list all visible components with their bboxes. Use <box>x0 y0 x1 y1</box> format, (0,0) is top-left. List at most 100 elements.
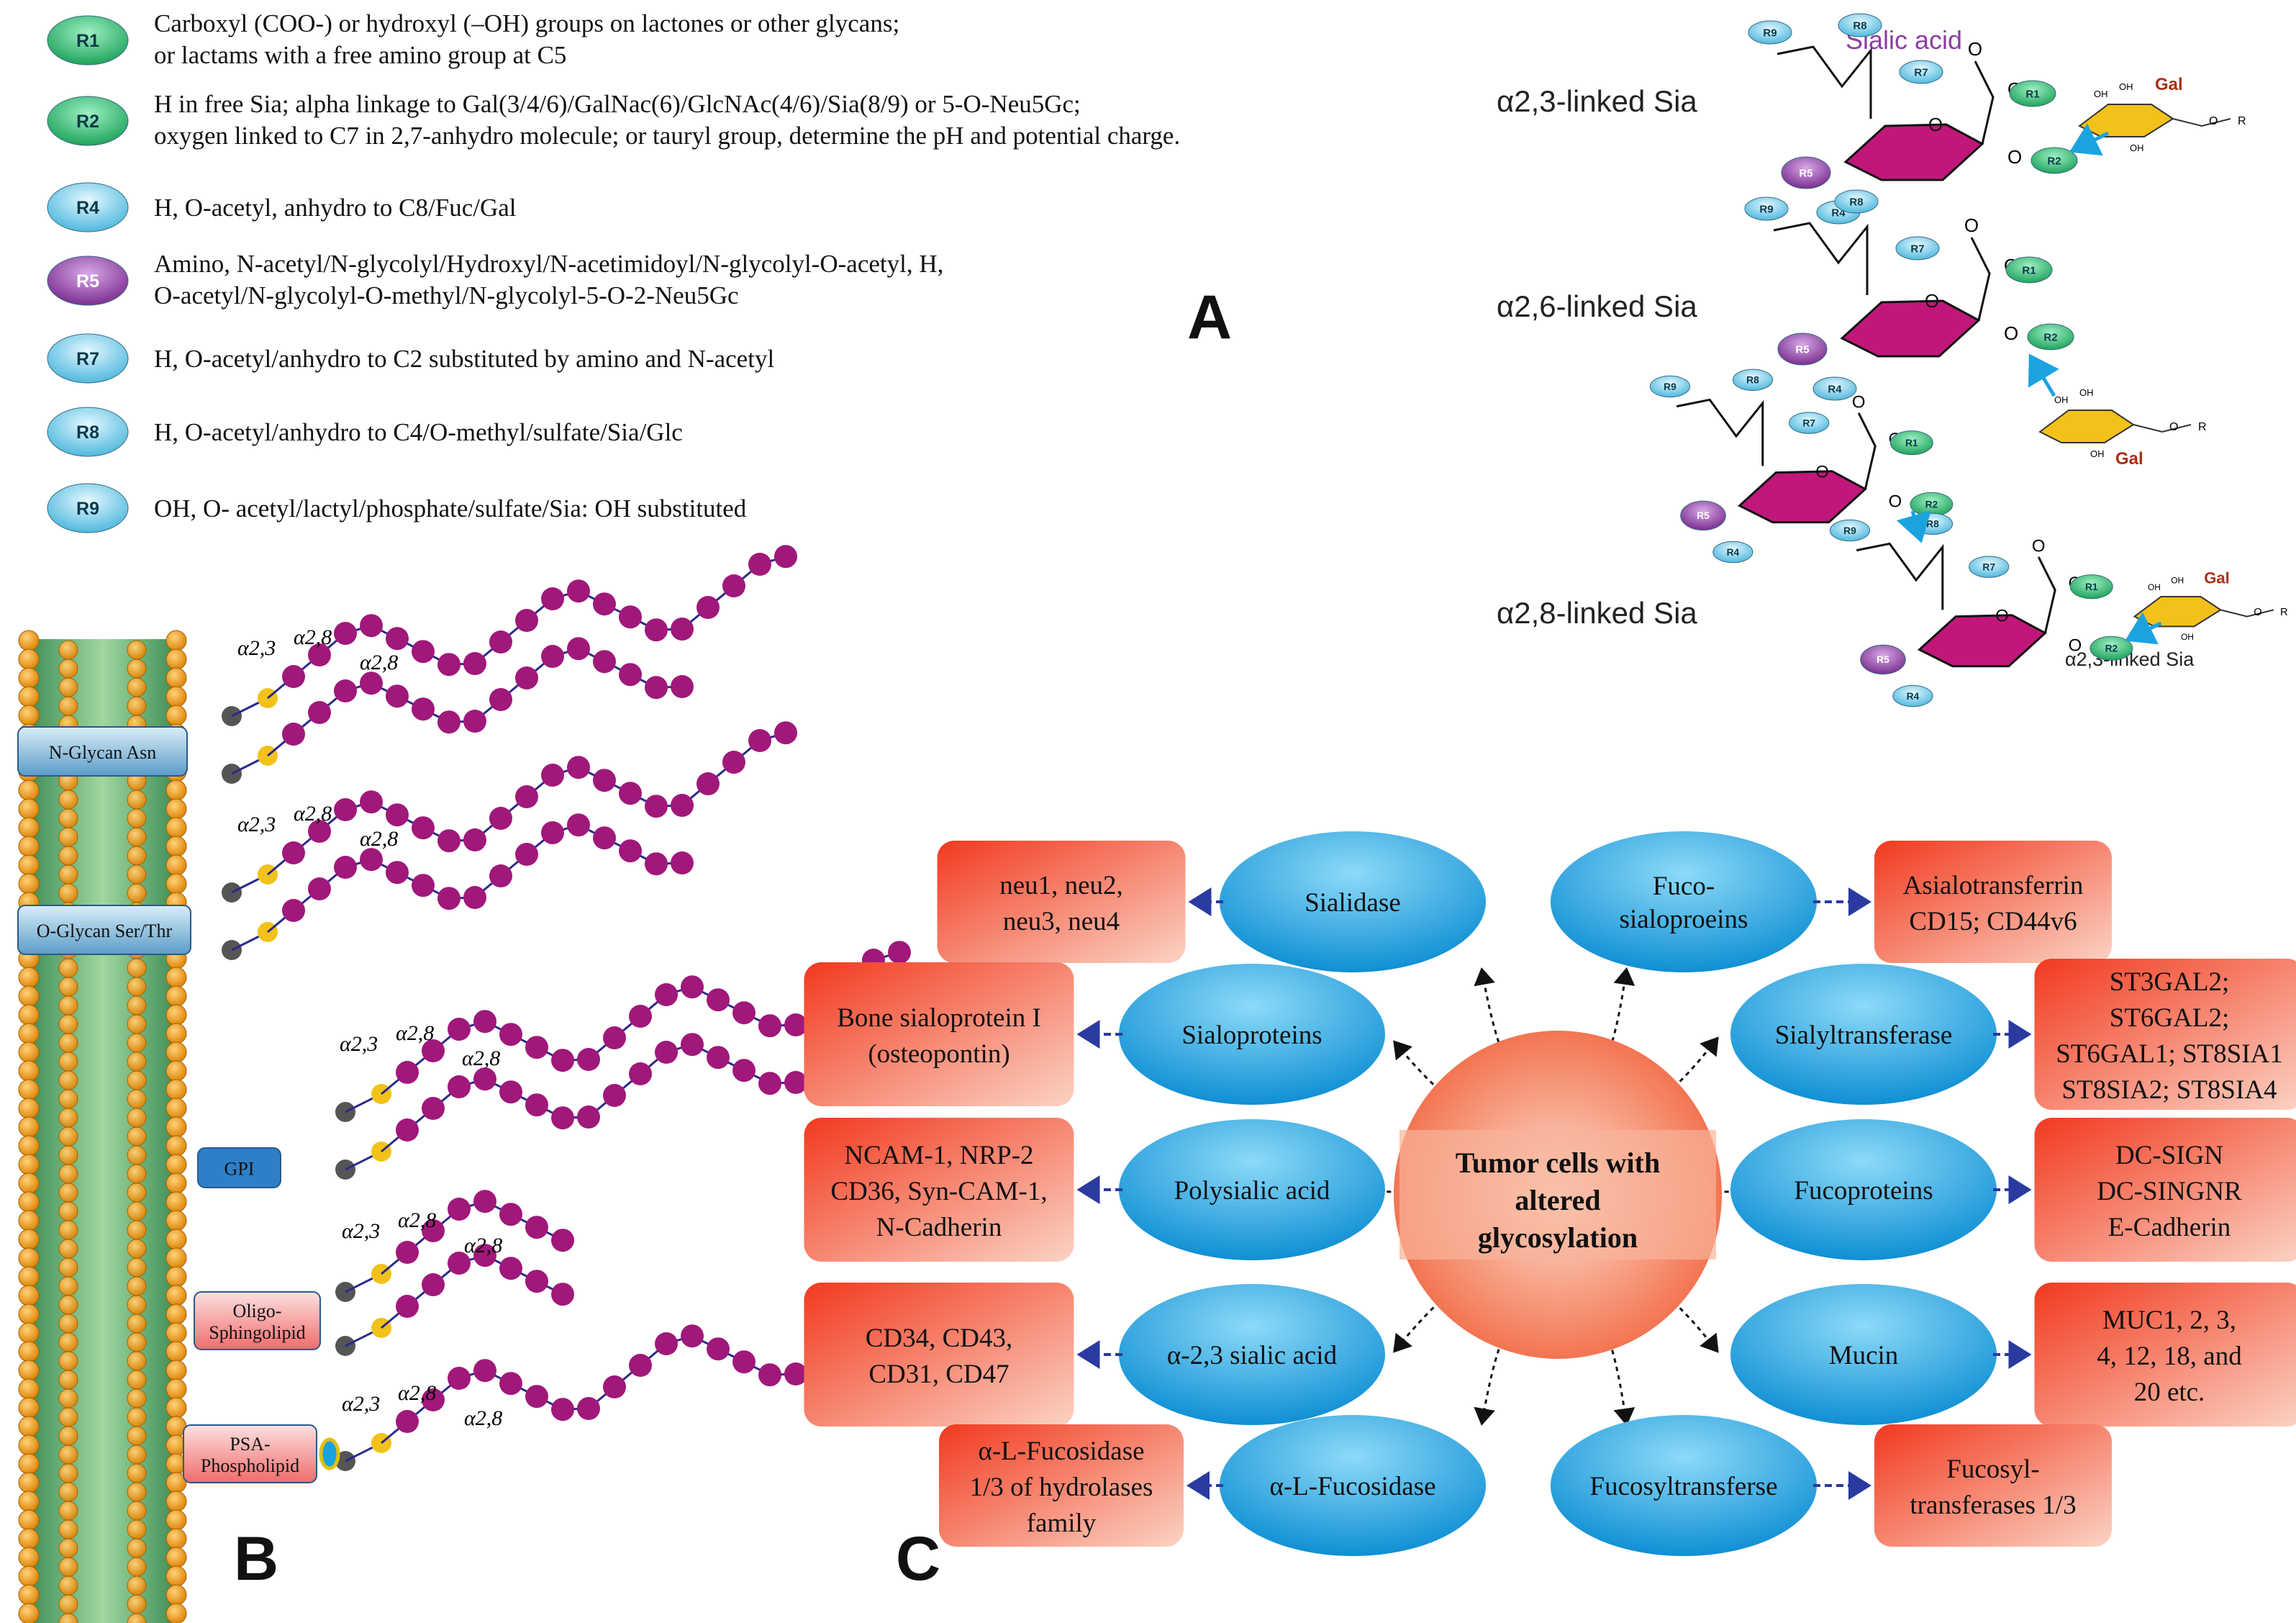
sialic-acid-residue <box>732 1059 755 1082</box>
linkage-a28: α2,8 <box>398 1381 436 1405</box>
badge-r5-shape <box>1680 500 1726 531</box>
badge-r1-label: R1 <box>2022 264 2036 276</box>
linkage-a23: α2,3 <box>342 1219 380 1243</box>
badge-r8-shape <box>1732 369 1774 392</box>
sialic-acid-residue <box>551 1106 574 1130</box>
node-box-a23sialic <box>804 1283 1074 1427</box>
node-box-text: N-Cadherin <box>876 1213 1002 1242</box>
substituent-badge-r1: R1 <box>47 15 129 65</box>
phospholipid-head <box>58 1183 78 1203</box>
anchor-o-glycan: O-Glycan Ser/Thr <box>17 905 191 955</box>
node-ellipse-text: Fuco- <box>1653 872 1715 901</box>
linkage-a28: α2,8 <box>462 1046 500 1070</box>
sialic-acid-residue <box>671 618 694 641</box>
substituent-badge-r4-shape <box>47 182 129 232</box>
ring-oxygen: O <box>1995 607 2009 626</box>
node-ellipse-sialyltrans <box>1730 964 1997 1105</box>
phospholipid-head <box>165 967 187 988</box>
badge-r7: R7 <box>1899 60 1943 84</box>
a28-arrow <box>1896 510 1931 543</box>
substituent-desc-r2: oxygen linked to C7 in 2,7-anhydro molec… <box>154 122 1180 150</box>
sialic-acid-residue <box>473 1359 496 1383</box>
badge-r9-label: R9 <box>1843 525 1856 536</box>
substituent-desc-r1: or lactams with a free amino group at C5 <box>154 41 566 69</box>
phospholipid-head <box>18 1135 40 1157</box>
sialic-acid-residue <box>671 675 694 698</box>
badge-r7: R7 <box>1895 236 1940 261</box>
sialic-acid-residue <box>422 1388 445 1411</box>
badge-r4: R4 <box>1712 541 1753 564</box>
linkage-a28: α2,8 <box>294 802 332 826</box>
node-ellipse-text: Sialoproteins <box>1181 1021 1322 1050</box>
gal-oh: OH <box>2119 81 2133 92</box>
substituent-desc-r9: OH, O- acetyl/lactyl/phosphate/sulfate/S… <box>154 494 747 523</box>
substituent-badge-r9-shape <box>47 483 129 533</box>
galactose-ring <box>2038 410 2135 443</box>
sialic-acid-residue <box>629 1062 652 1085</box>
aglycone-o: O <box>2169 421 2178 433</box>
carboxyl-bond <box>1857 412 1877 489</box>
node-ellipse-text: Sialyltransferase <box>1775 1021 1953 1050</box>
node-box-text: transferases 1/3 <box>1910 1491 2076 1520</box>
phospholipid-head <box>58 1145 78 1165</box>
substituent-badge-r1-label: R1 <box>76 31 99 51</box>
phospholipid-head <box>165 1285 187 1306</box>
sialic-acid-residue <box>396 1410 419 1433</box>
sialic-acid-residue <box>551 1283 574 1306</box>
badge-r5: R5 <box>1781 156 1831 189</box>
gal-oh: OH <box>2181 632 2194 642</box>
node-ellipse-fucosialo <box>1551 831 1817 972</box>
node-box-text: CD15; CD44v6 <box>1909 907 2077 936</box>
phospholipid-head <box>127 1332 147 1352</box>
phospholipid-head <box>165 985 187 1007</box>
sialic-acid-residue <box>619 782 642 805</box>
sialic-acid-residue <box>577 1106 600 1129</box>
sialic-acid-residue <box>499 1080 522 1104</box>
badge-r2-label: R2 <box>2047 155 2061 167</box>
phospholipid-head <box>18 1472 40 1493</box>
node-box-fucosialo <box>1874 841 2112 963</box>
sialic-acid-residue <box>722 574 745 597</box>
badge-r7: R7 <box>1969 556 2010 578</box>
linkage-arrow <box>2125 612 2162 645</box>
sialic-acid-residue <box>396 1295 419 1318</box>
badge-r1-shape <box>2005 256 2053 284</box>
phospholipid-head <box>165 705 187 726</box>
sialic-acid-residue <box>645 676 668 700</box>
sialic-acid-residue <box>412 874 435 898</box>
anchor-sphingolipid-box <box>194 1291 321 1350</box>
phospholipid-head <box>127 1314 147 1334</box>
gal-oh: OH <box>2148 582 2161 592</box>
phospholipid-head <box>165 1360 187 1381</box>
phospholipid-head <box>18 1060 40 1082</box>
phospholipid-head <box>18 836 40 857</box>
phospholipid-head <box>58 1239 78 1259</box>
sialic-acid-residue <box>489 864 512 887</box>
badge-r7-shape <box>1895 236 1940 261</box>
sialic-acid-residue <box>282 665 305 688</box>
phospholipid-head <box>18 967 40 988</box>
sialic-acid-residue <box>463 652 486 675</box>
sialic-acid-residue <box>308 877 331 900</box>
badge-r8-label: R8 <box>1849 196 1863 208</box>
node-box-text: ST6GAL2; <box>2110 1003 2230 1033</box>
phospholipid-head <box>18 1191 40 1213</box>
sialic-acid-residue <box>774 545 797 569</box>
sialic-acid-residue <box>489 688 512 711</box>
linkage-a28: α2,8 <box>294 625 332 649</box>
substituent-desc-r5: Amino, N-acetyl/N-glycolyl/Hydroxyl/N-ac… <box>154 250 943 278</box>
cell-membrane <box>18 630 187 1623</box>
phospholipid-head <box>127 1445 147 1465</box>
center-label: altered <box>1515 1184 1600 1216</box>
phospholipid-head <box>18 1565 40 1587</box>
badge-r9-shape <box>1649 375 1691 398</box>
phospholipid-head <box>165 1491 187 1512</box>
anchor-n-glycan-label: N-Glycan Asn <box>49 742 156 763</box>
node-ellipse-text: Fucoproteins <box>1794 1176 1933 1206</box>
sialic-acid-residue <box>758 1072 781 1095</box>
phospholipid-head <box>18 1397 40 1419</box>
phospholipid-head <box>58 1538 78 1558</box>
psa-linker <box>319 1437 340 1470</box>
badge-r7-shape <box>1789 412 1830 434</box>
phospholipid-head <box>58 1407 78 1427</box>
